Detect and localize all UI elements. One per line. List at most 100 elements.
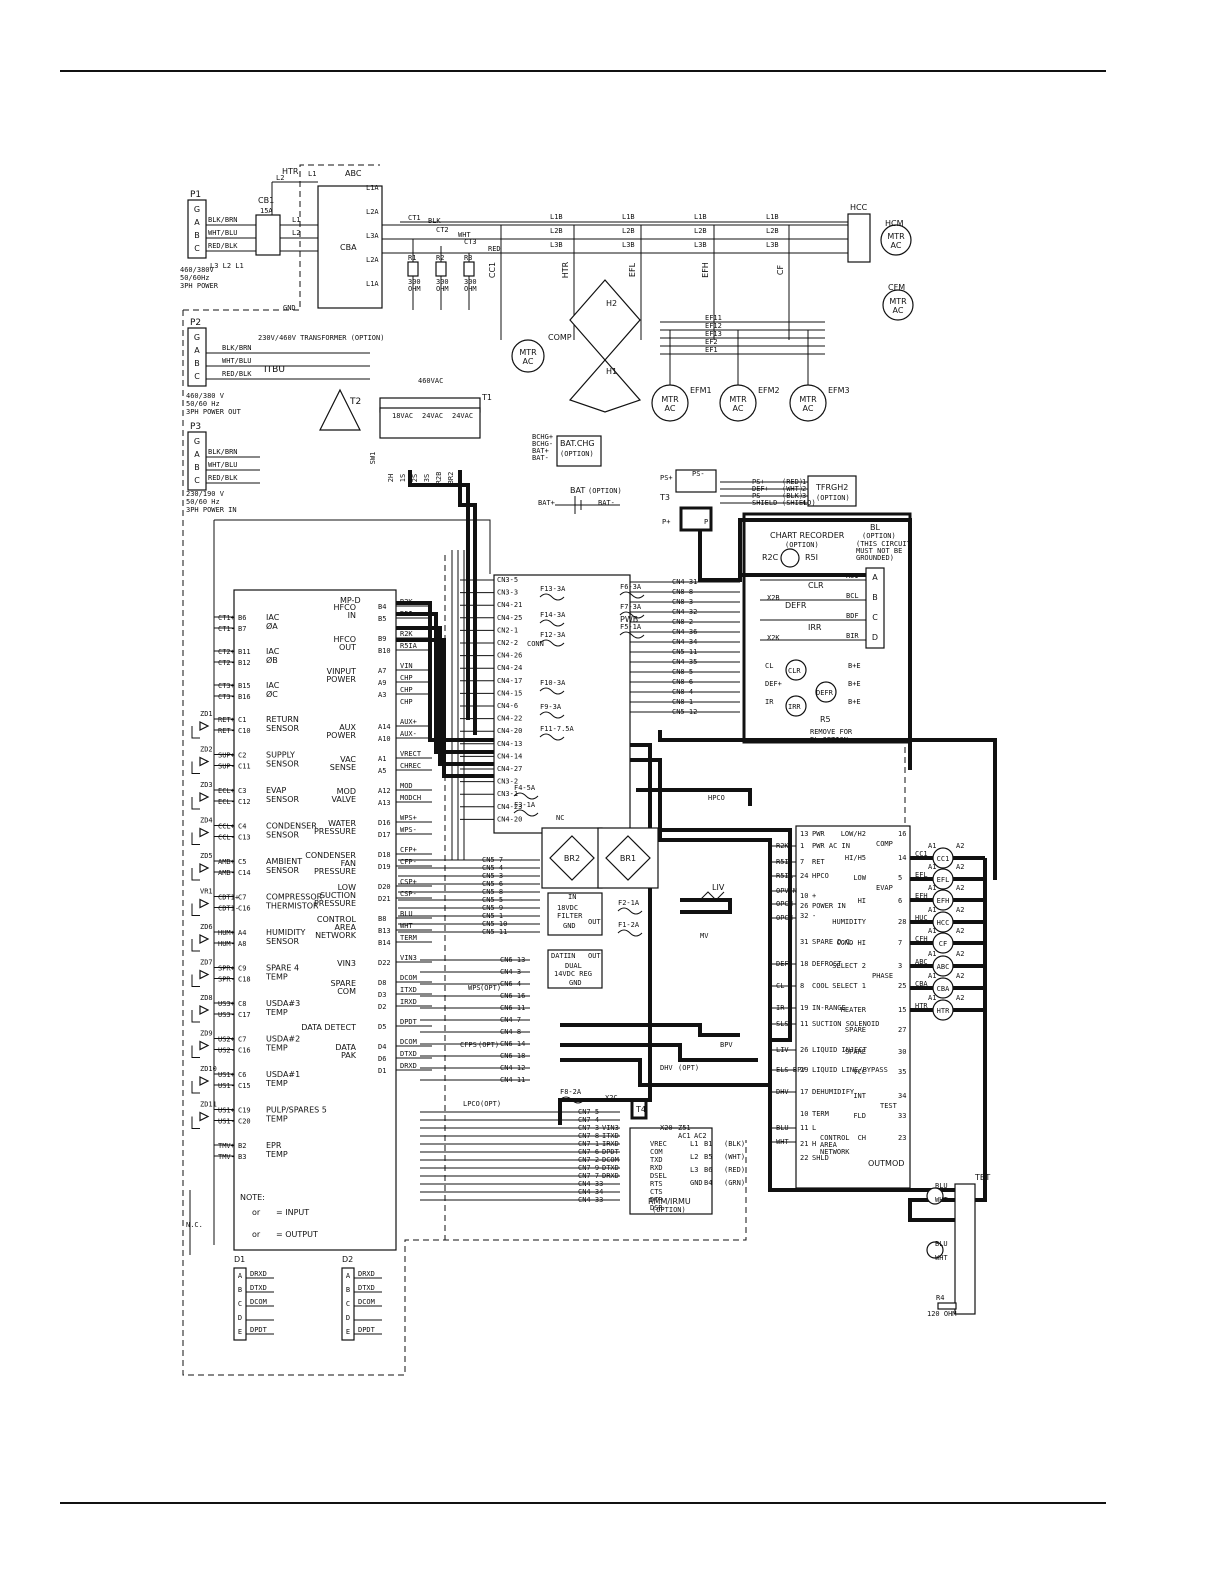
mpd-pin: C17: [238, 1011, 251, 1019]
pwb-left-conn: CN2-1: [497, 626, 518, 634]
cn7-conn: CN7-1: [578, 1140, 599, 1148]
mpd-wire: SUP-: [218, 763, 235, 771]
wire: [191, 797, 200, 810]
gnd-label: GND: [283, 304, 296, 312]
mpd-group-name: IAC: [266, 681, 280, 690]
transformer-secondary: 24VAC: [452, 412, 473, 420]
mpd-wire: TMV+: [218, 1142, 235, 1150]
outmod-left-label: PWR: [812, 830, 825, 838]
outmod-coil-a: A1: [928, 994, 936, 1002]
tbt-wire: WHT: [935, 1254, 948, 1262]
plug-p2-wire: RED/BLK: [222, 370, 252, 378]
outmod-left-label: IN-RANGE: [812, 1004, 846, 1012]
mpd-wire: CT1+: [218, 614, 235, 622]
outmod-coil: [932, 889, 954, 911]
d1-wire: DRXD: [250, 1270, 267, 1278]
component-layer: [187, 185, 976, 1341]
motor-label: MTR: [799, 395, 817, 404]
heater-h1-label: H1: [606, 367, 617, 376]
evap-fan-label: EFM2: [758, 386, 780, 395]
d1-pin: A: [238, 1272, 243, 1280]
rmm-left-pin: RTS: [650, 1180, 663, 1188]
top-rule: [60, 70, 1106, 72]
sensor-symbol: [199, 1076, 210, 1086]
mpd-group-sub: SENSOR: [266, 724, 299, 733]
mpd-pin: C7: [238, 1036, 246, 1044]
outmod-coil-a: A1: [928, 842, 936, 850]
outmod-signal: SLS: [776, 1020, 789, 1028]
bl-pin: D: [872, 633, 878, 642]
tbt-r4-value: 120 OHM: [927, 1310, 957, 1318]
t1-lead: 2S: [411, 474, 419, 482]
bridge-label: BR2: [564, 854, 580, 863]
mpd-wire: US3+: [218, 1000, 235, 1008]
outmod-signal: CL: [776, 982, 784, 990]
mpd-wire: TMV-: [218, 1153, 235, 1161]
mpd-pin: C8: [238, 1000, 246, 1008]
bpv-label: BPV: [720, 1041, 733, 1049]
resistor-value: 300: [436, 278, 449, 286]
resistor-name: R1: [408, 254, 416, 262]
hcc-label: HCC: [850, 203, 868, 212]
power-transformer-label: 230V/460V TRANSFORMER (OPTION): [258, 334, 384, 342]
outmod-coil-b: A2: [956, 927, 964, 935]
plug-p2-wire: WHT/BLU: [222, 357, 252, 365]
outmod-left-pin: 8: [800, 982, 804, 990]
mpd-group-sub: SENSOR: [266, 866, 299, 875]
mpd-right-wire: BLU: [400, 910, 413, 918]
wire: [182, 310, 747, 1376]
bus-label: L3B: [550, 241, 563, 249]
bl-wire: BIR: [846, 632, 859, 640]
mpd-wire: CCL+: [218, 823, 235, 831]
mpd-right-group-name: VIN3: [337, 959, 356, 968]
defr-coil: [815, 681, 837, 703]
rmm-right-num: B4: [704, 1179, 712, 1187]
transformer-secondary: 18VAC: [392, 412, 413, 420]
mpd-group-name: SUPPLY: [266, 751, 295, 760]
d2-connector: [341, 1267, 355, 1341]
mpd-right-wire: AUX+: [400, 718, 417, 726]
pwb-left-conn: CN4-23: [497, 803, 522, 811]
motor-ac-label: AC: [893, 306, 904, 315]
mpd-right-pin: A9: [378, 679, 386, 687]
outmod-phase: PHASE: [872, 972, 893, 980]
wire: [560, 1023, 740, 1037]
mpd-pin: C20: [238, 1118, 251, 1126]
pwb-right-conn: CN8-8: [672, 588, 693, 596]
plug-p2-rating: 50/60 Hz: [186, 400, 220, 408]
top-l2: L2: [276, 174, 284, 182]
tfrgh-wire: SHIELD: [752, 499, 777, 507]
cn7-conn: CN4-34: [578, 1188, 603, 1196]
outmod-can: NETWORK: [820, 1148, 850, 1156]
rmm-right-wire: (RED): [724, 1166, 745, 1174]
outmod-coil: [932, 977, 954, 999]
mpd-group-sub: TEMP: [265, 973, 288, 982]
sensor-label: ZD9: [200, 1030, 213, 1038]
d1-pin: C: [238, 1300, 242, 1308]
plug-p3-rating: 3PH POWER IN: [186, 506, 237, 514]
outmod-coil: [932, 999, 954, 1021]
mpd-right-group-name: MOD: [337, 787, 356, 796]
outmod-coil-label: EFL: [937, 876, 950, 884]
mpd-right-wire: IRXD: [400, 998, 417, 1006]
outmod-right-pin: 7: [898, 939, 902, 947]
sensor-symbol: [199, 969, 210, 980]
liv-label: LIV: [712, 883, 725, 892]
outmod-left-pin: 31: [800, 938, 808, 946]
motor-label: MTR: [887, 232, 905, 241]
cn5-conn: CN5-4: [482, 864, 503, 872]
mpd-wire: US1-: [218, 1082, 235, 1090]
d2-pin: A: [346, 1272, 351, 1280]
line-l2: L2: [292, 229, 300, 237]
bus-label: L1B: [550, 213, 563, 221]
wire: [191, 868, 200, 881]
plug-p1-pin: A: [194, 218, 200, 227]
t1-lead: 3S: [423, 474, 431, 482]
mpd-right-pin: B9: [378, 635, 386, 643]
mpd-wire: HUM+: [218, 929, 235, 937]
rmm-right-pin: L1: [690, 1140, 698, 1148]
d2-pin: D: [346, 1314, 350, 1322]
outmod-right-pin: 25: [898, 982, 906, 990]
bus-label: L1B: [622, 213, 635, 221]
tfrgh2-option: (OPTION): [816, 494, 850, 502]
